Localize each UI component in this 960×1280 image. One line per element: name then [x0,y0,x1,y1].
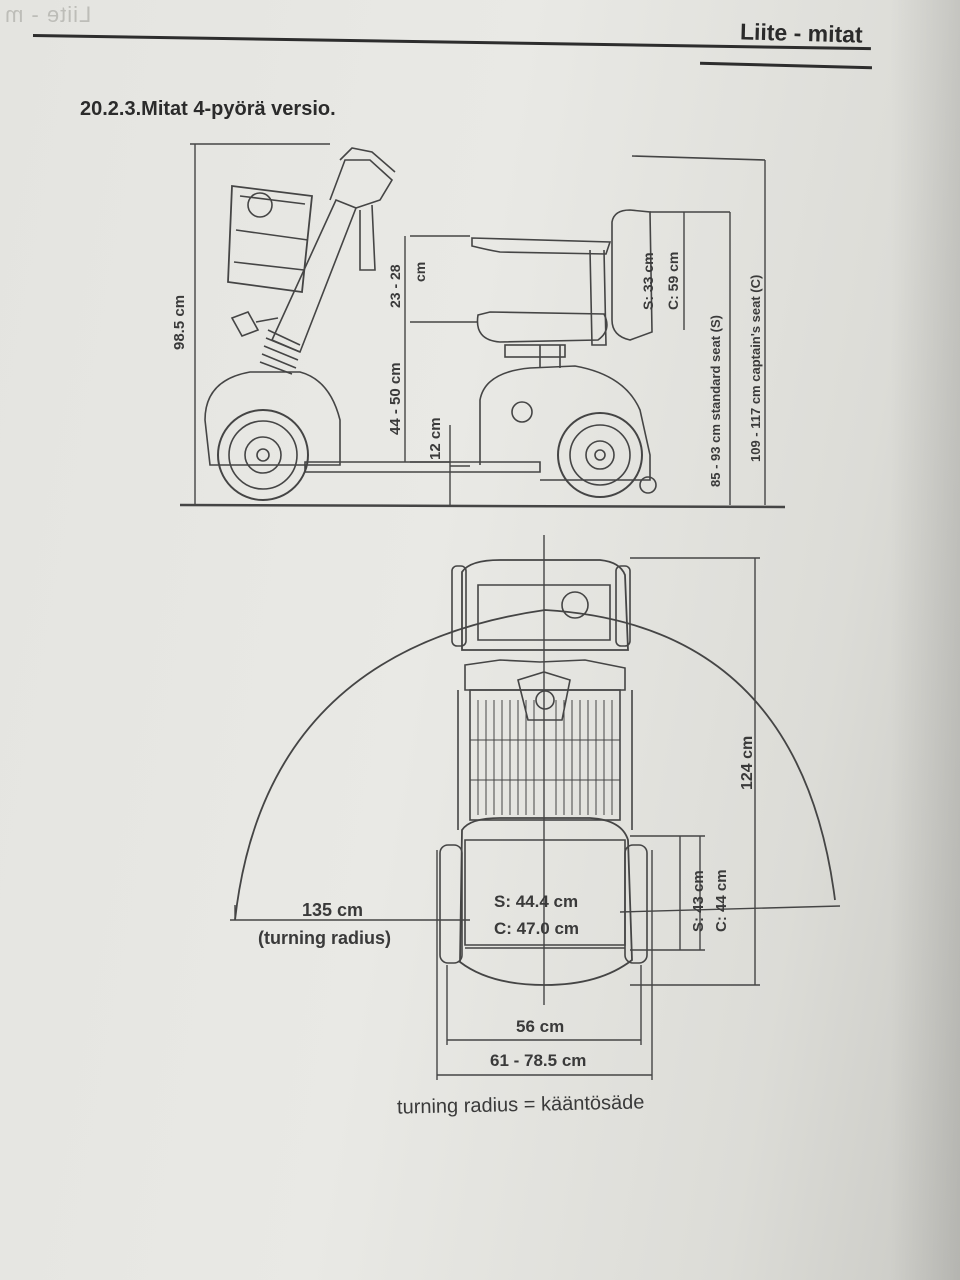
label-backrest-range-1: 23 - 28 [387,264,403,308]
label-seat-back-captain: C: 59 cm [665,252,681,310]
label-seat-back-standard: S: 33 cm [640,252,656,310]
page-edge-shadow [890,0,960,1280]
label-length: 124 cm [739,736,756,790]
label-turning-radius-text: (turning radius) [258,928,391,948]
label-seat-width-standard: S: 44.4 cm [494,892,578,911]
label-seat-depth-standard: S: 43 cm [690,870,707,932]
label-seat-height: 44 - 50 cm [387,362,404,435]
section-title: 20.2.3.Mitat 4-pyörä versio. [80,98,336,120]
label-turning-radius-value: 135 cm [302,900,363,920]
label-height-captain-seat: 109 - 117 cm captain's seat (C) [748,275,763,462]
top-view-dimension-lines [230,535,841,1080]
label-ground-clearance: 12 cm [427,417,444,460]
label-height-standard-seat: 85 - 93 cm standard seat (S) [708,315,723,487]
label-backrest-range-2: cm [412,262,428,282]
label-overall-width: 61 - 78.5 cm [490,1051,586,1070]
side-view-scooter-drawing [179,143,786,509]
top-view-scooter-drawing [439,559,648,986]
label-seat-width-captain: C: 47.0 cm [494,919,579,938]
label-wheelbase-width: 56 cm [516,1017,564,1036]
label-seat-depth-captain: C: 44 cm [713,869,730,932]
label-height-total: 98.5 cm [171,295,188,350]
side-view-dimension-lines [194,144,766,505]
